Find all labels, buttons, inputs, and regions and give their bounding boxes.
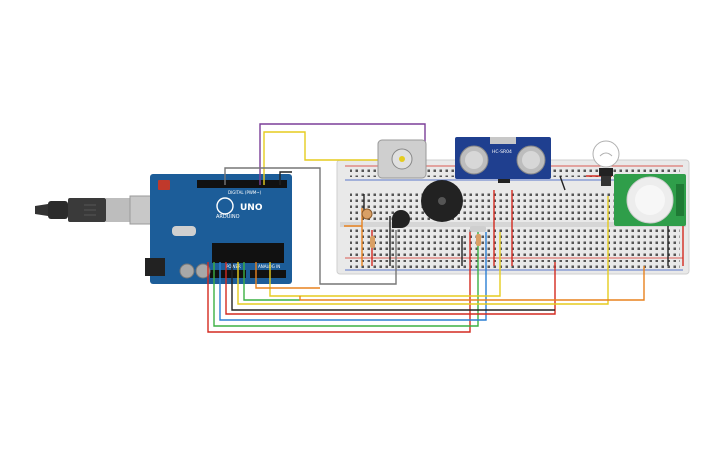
dc-motor-icon[interactable] (377, 139, 427, 179)
ultrasonic-model-label: HC-SR04 (492, 149, 512, 155)
arduino-board-icon[interactable]: ARDUINO UNO DIGITAL (PWM~) POWER ANALOG … (145, 174, 292, 284)
usb-cable-icon[interactable] (35, 195, 157, 225)
wires (207, 123, 684, 333)
buzzer-icon[interactable] (421, 180, 463, 222)
digital-pins-label: DIGITAL (PWM~) (228, 190, 262, 195)
power-pins-label: POWER (226, 264, 241, 269)
transistor-icon[interactable] (392, 210, 410, 228)
arduino-model-label: UNO (240, 203, 263, 213)
resistor-icon[interactable] (370, 226, 486, 248)
photoresistor-icon[interactable] (361, 208, 373, 220)
light-bulb-icon[interactable] (592, 140, 620, 186)
arduino-brand-label: ARDUINO (216, 214, 240, 220)
pir-sensor-icon[interactable] (614, 174, 686, 226)
ultrasonic-sensor-icon[interactable]: HC-SR04 (455, 137, 551, 183)
analog-pins-label: ANALOG IN (258, 264, 280, 269)
